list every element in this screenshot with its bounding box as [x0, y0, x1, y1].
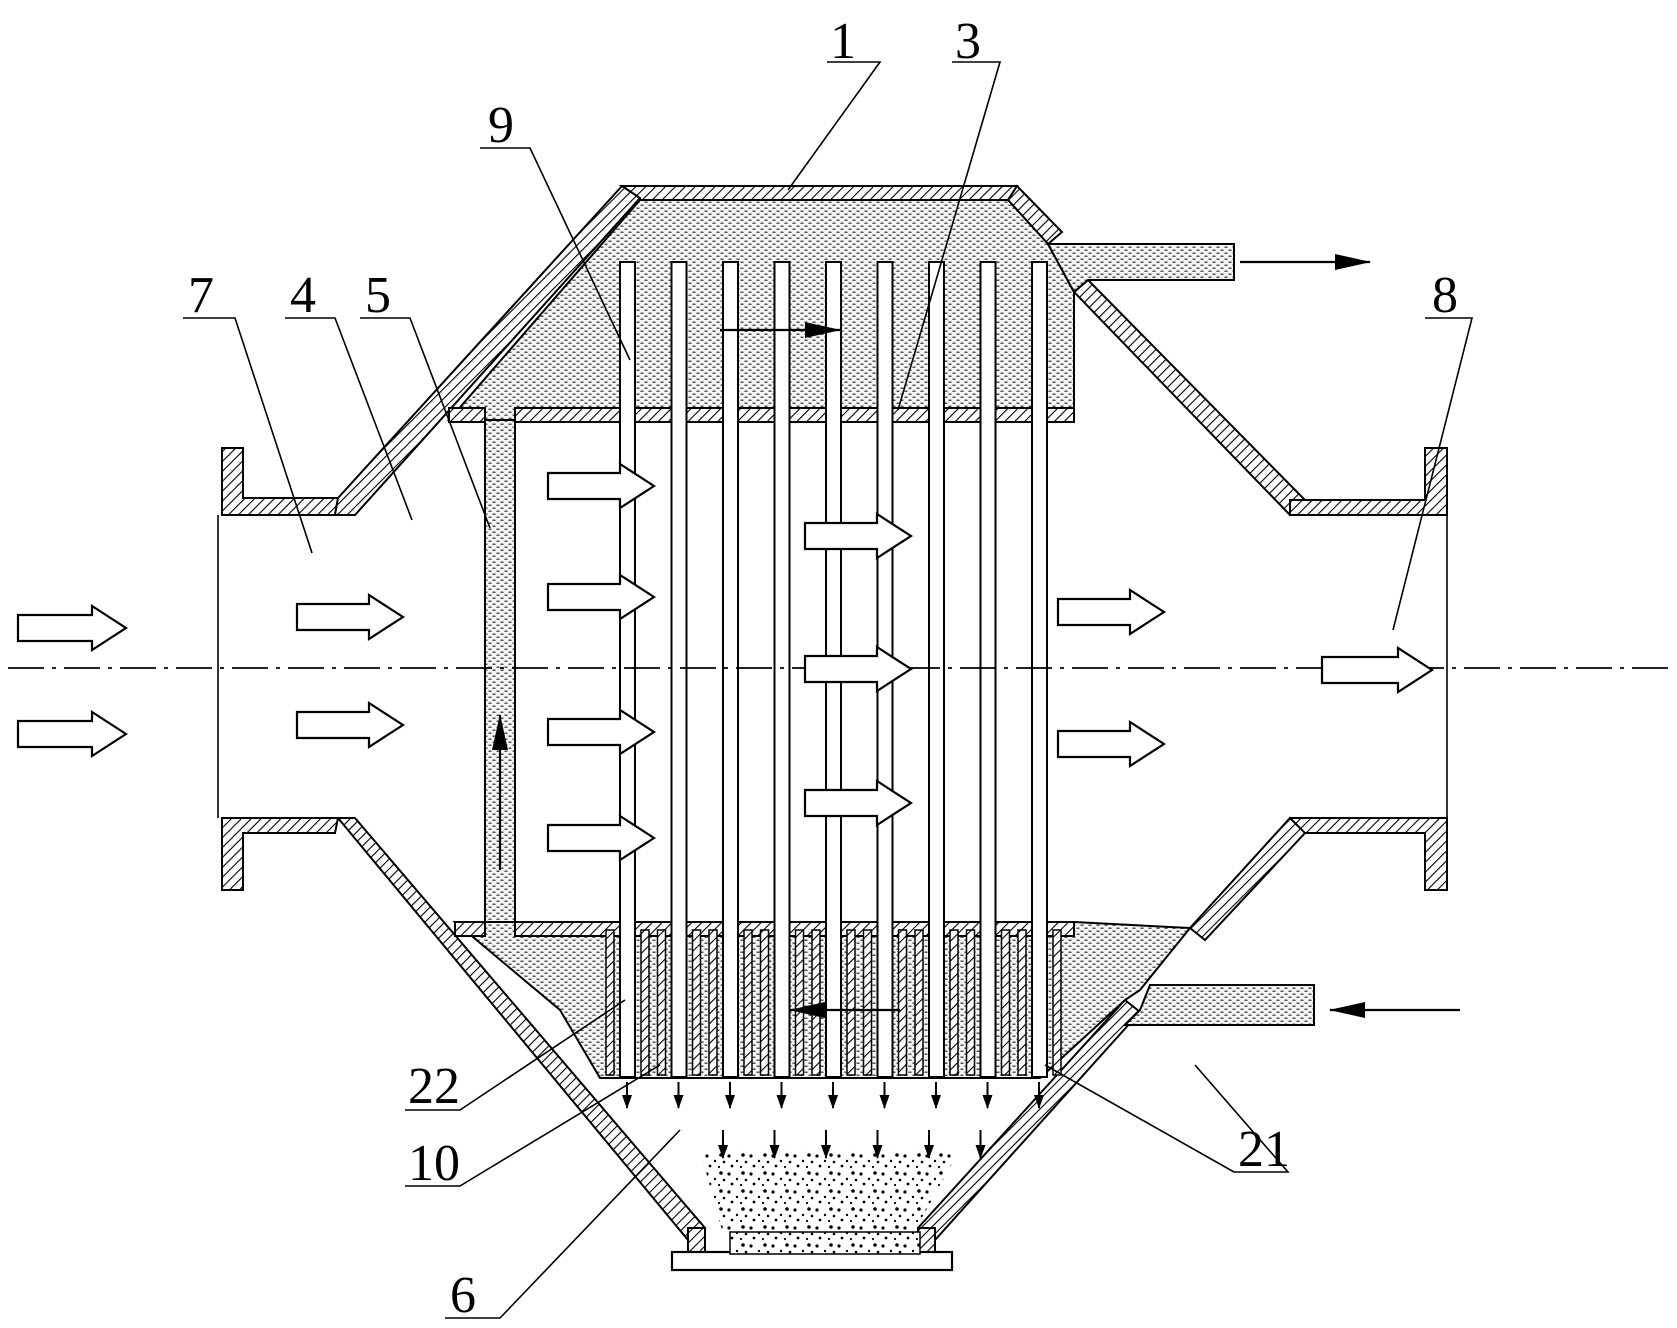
gas-flow-arrow	[803, 778, 914, 828]
tube-jacket	[949, 929, 959, 1076]
gas-flow-arrow	[546, 461, 657, 511]
gas-flow-arrow	[295, 700, 406, 750]
callout-5: 5	[365, 267, 391, 324]
tube-jacket	[1000, 929, 1011, 1076]
gas-flow-arrow	[1056, 587, 1167, 637]
gas-flow-arrows	[16, 461, 1435, 863]
leader-9	[480, 147, 631, 361]
filter-tube	[928, 261, 945, 1078]
callout-21: 21	[1238, 1121, 1290, 1178]
coolant-inlet-pipe	[1122, 984, 1315, 1026]
tube-jacket	[965, 929, 976, 1076]
coolant-flow-arrows	[492, 254, 1460, 1018]
upper-right-wall-lower	[1072, 278, 1306, 516]
callout-1: 1	[830, 13, 856, 70]
leader-21b	[1044, 1064, 1235, 1173]
ash-hopper	[700, 1150, 960, 1255]
filter-tube	[670, 261, 688, 1078]
filter-tube	[619, 261, 636, 1078]
leader-4	[285, 317, 413, 521]
gas-flow-arrow	[803, 511, 914, 561]
outlet-flange-top	[1289, 447, 1448, 516]
callout-22: 22	[408, 1058, 460, 1115]
tube-jacket	[759, 929, 770, 1076]
leader-6	[445, 1129, 681, 1319]
callout-8: 8	[1432, 267, 1458, 324]
callout-4: 4	[290, 267, 316, 324]
ash-pile	[700, 1150, 960, 1230]
leader-5	[360, 317, 491, 529]
tube-jacket	[794, 929, 805, 1076]
filter-tube	[979, 261, 997, 1078]
tube-jacket	[846, 929, 856, 1076]
tube-jacket	[862, 929, 873, 1076]
top-wall	[618, 185, 1019, 201]
upper-left-wall	[333, 184, 642, 516]
gas-flow-arrow	[16, 603, 129, 653]
gas-flow-arrow	[546, 813, 657, 863]
gas-flow-arrow	[1056, 719, 1167, 769]
callout-labels: 1 3 9 7 4 5 8 22 10 6 21	[188, 13, 1458, 1324]
gas-flow-arrow	[546, 572, 657, 622]
inlet-flange-bottom	[221, 817, 340, 891]
callout-3: 3	[955, 13, 981, 70]
lower-tube-sheet-21	[454, 921, 486, 937]
lower-right-wall	[1188, 816, 1307, 942]
tube-jacket	[640, 929, 650, 1076]
filter-tube	[1031, 261, 1048, 1078]
leader-8	[1392, 317, 1474, 631]
callout-9: 9	[488, 97, 514, 154]
upper-tube-sheet-3	[448, 407, 486, 423]
leader-lines	[183, 61, 1474, 1319]
ash-drop-arrows	[622, 1082, 1044, 1159]
leader-7	[183, 317, 313, 554]
outlet-flange-bottom	[1289, 817, 1448, 891]
callout-7: 7	[188, 267, 214, 324]
tube-jacket	[914, 929, 924, 1076]
tube-jacket	[811, 929, 821, 1076]
leader-3	[897, 61, 1002, 411]
gas-flow-arrow	[16, 709, 129, 759]
gas-flow-arrow	[1320, 645, 1435, 695]
filter-tube	[773, 261, 791, 1078]
tube-jacket	[1017, 929, 1027, 1076]
leader-1	[787, 61, 882, 191]
gas-flow-arrow	[295, 592, 406, 642]
hopper-outlet-left	[687, 1227, 706, 1253]
coolant-outlet-pipe	[1046, 243, 1235, 294]
callout-10: 10	[408, 1135, 460, 1192]
tube-jacket	[656, 929, 667, 1076]
gas-flow-arrow	[546, 707, 657, 757]
tube-jacket	[1052, 929, 1062, 1076]
tube-jacket	[708, 929, 718, 1076]
callout-6: 6	[450, 1267, 476, 1324]
leader-10	[405, 1064, 661, 1187]
filter-tube	[722, 261, 739, 1078]
tube-jacket	[743, 929, 753, 1076]
tube-jacket	[691, 929, 702, 1076]
leader-22	[405, 999, 626, 1111]
inlet-flange-top	[221, 447, 340, 516]
leader-21a	[1194, 1064, 1290, 1173]
gas-flow-arrow	[803, 644, 914, 694]
tube-jacket	[897, 929, 908, 1076]
tube-jacket	[605, 929, 615, 1076]
ash-outlet-plug	[729, 1231, 921, 1255]
